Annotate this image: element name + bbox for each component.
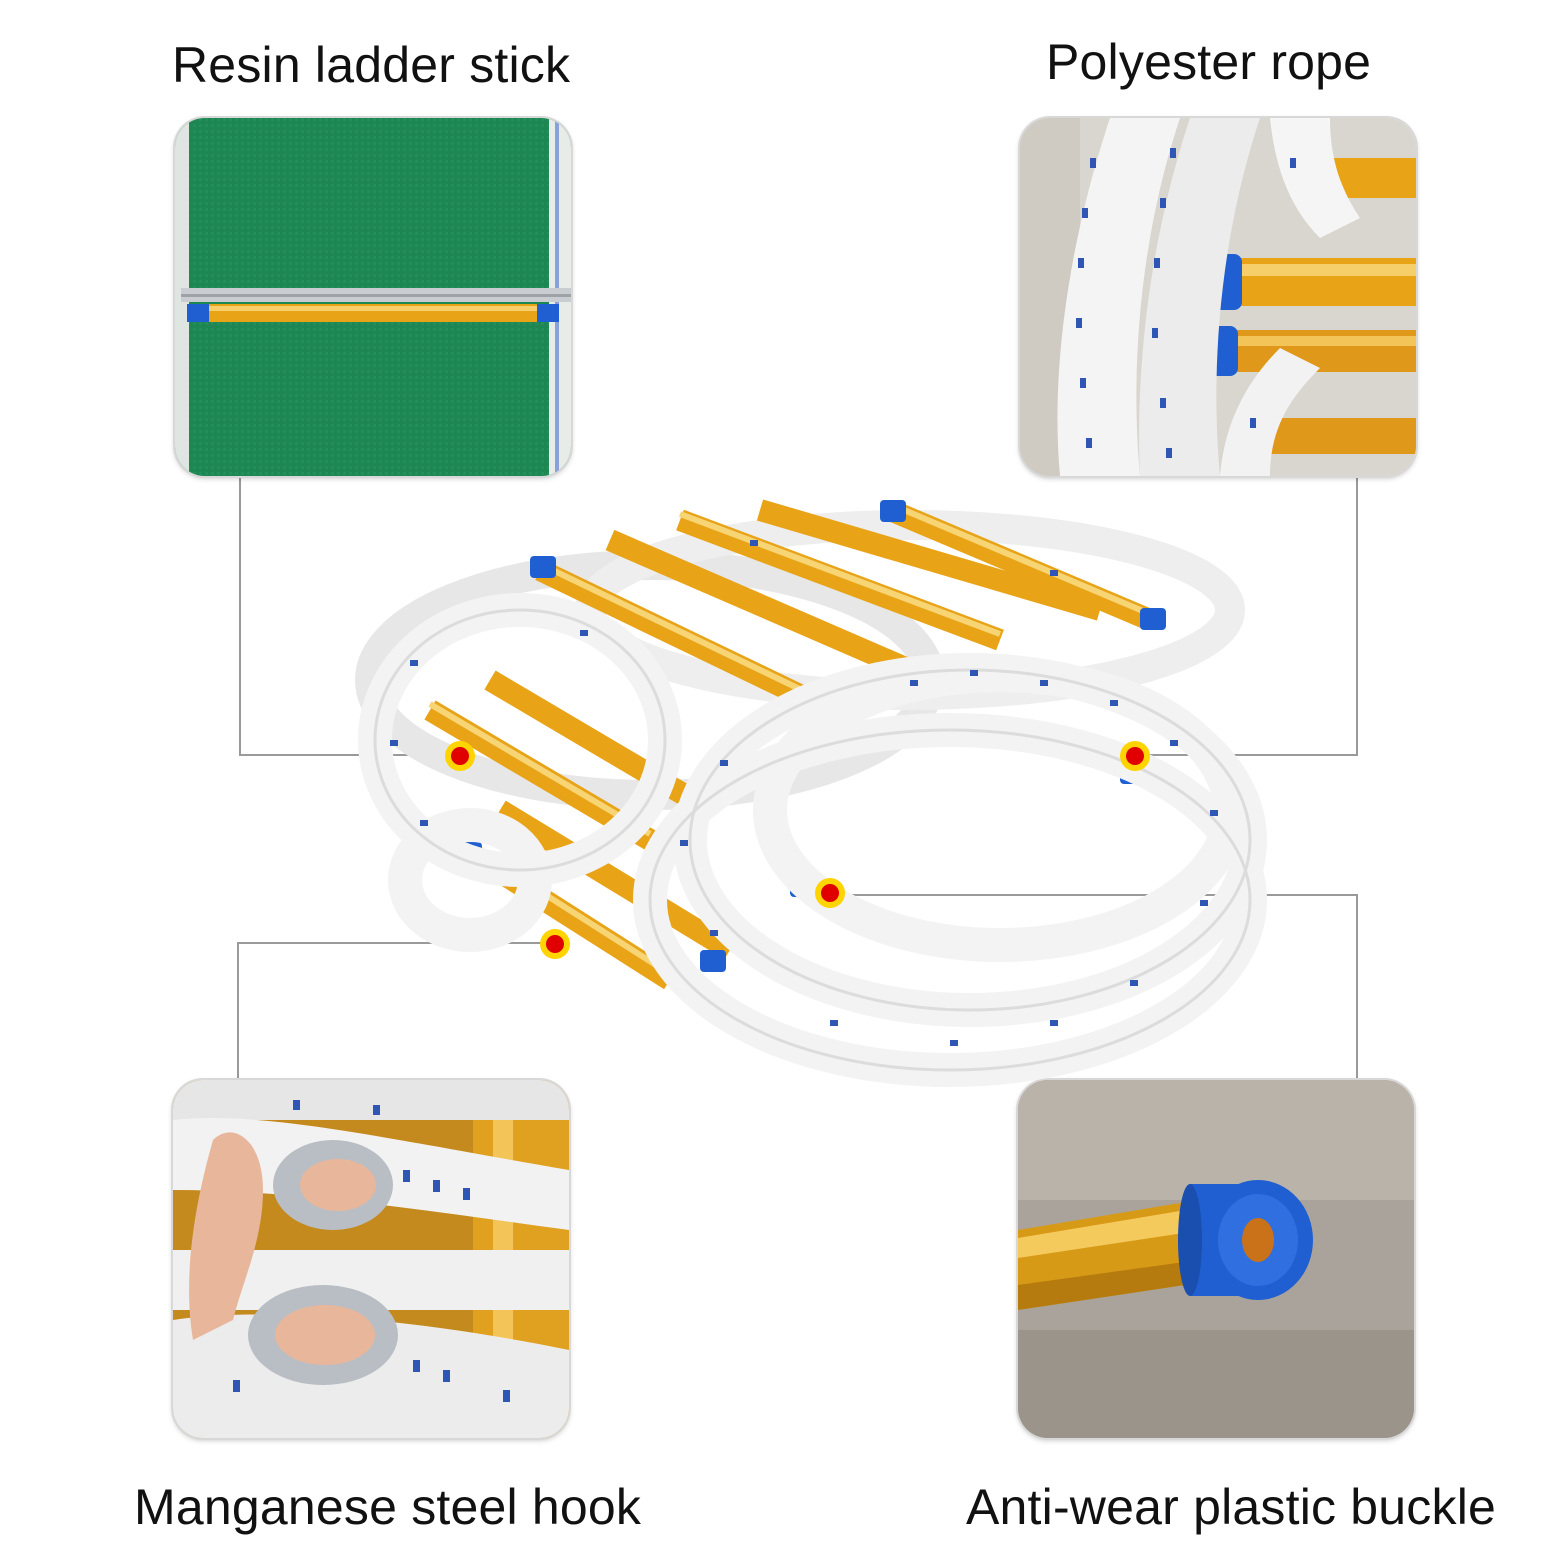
marker-manganese-steel-hook	[540, 929, 570, 959]
rope-ladder-product-image	[350, 480, 1290, 1120]
label-manganese-steel-hook: Manganese steel hook	[134, 1479, 642, 1535]
anti-wear-plastic-buckle-photo	[1018, 1080, 1414, 1438]
label-resin-ladder-stick: Resin ladder stick	[172, 37, 571, 93]
marker-polyester-rope	[1120, 741, 1150, 771]
label-polyester-rope: Polyester rope	[1046, 34, 1372, 90]
polyester-rope-photo	[1020, 118, 1416, 476]
resin-ladder-stick-photo	[175, 118, 571, 476]
marker-resin-ladder-stick	[445, 741, 475, 771]
label-anti-wear-plastic-buckle: Anti-wear plastic buckle	[966, 1479, 1497, 1535]
manganese-steel-hook-photo	[173, 1080, 569, 1438]
marker-anti-wear-plastic-buckle	[815, 878, 845, 908]
